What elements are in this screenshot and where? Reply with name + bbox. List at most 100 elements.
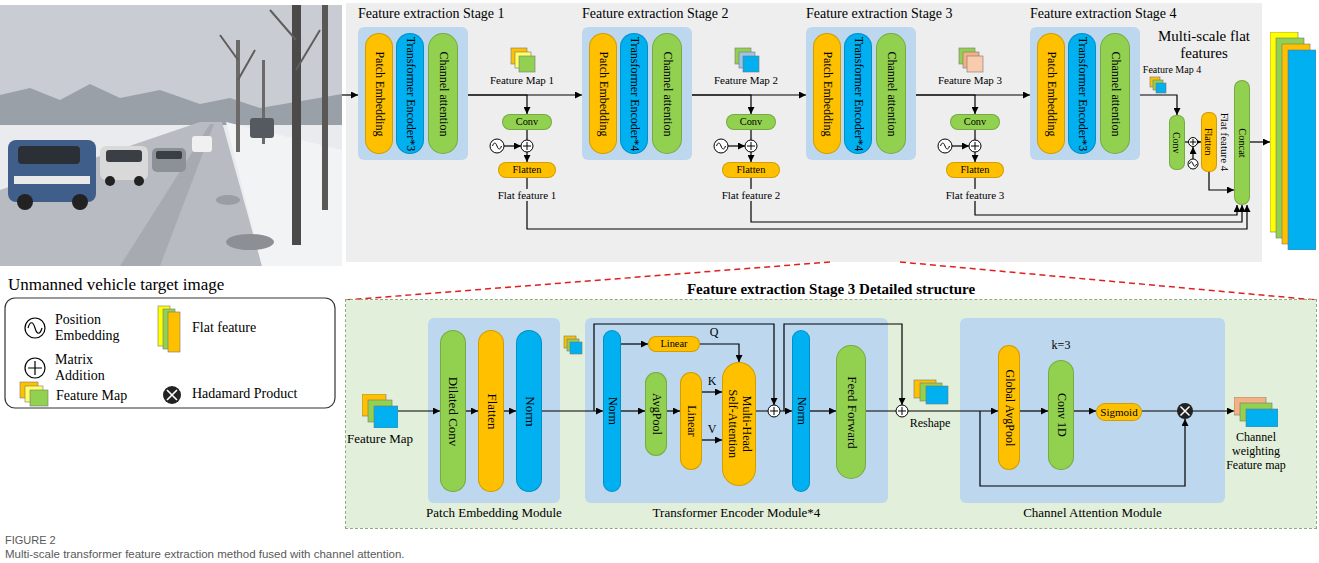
position-embedding-symbol <box>714 139 728 153</box>
matrix-addition-symbol <box>896 405 908 417</box>
block-label: Conv 1D <box>1054 393 1068 437</box>
vehicle-photo <box>0 5 342 125</box>
legend-symbol <box>20 382 38 398</box>
block-label: Channel attention <box>436 51 450 136</box>
matrix-addition-symbol <box>768 405 780 417</box>
layer-pill: Transformer Encoder*4 <box>844 33 872 154</box>
layer-pill: Flatten <box>946 162 1004 178</box>
legend-symbol <box>25 386 43 402</box>
position-embedding-symbol <box>490 139 504 153</box>
figure-caption: Multi-scale transformer feature extracti… <box>5 548 405 561</box>
connector-label: Q <box>708 326 721 339</box>
vehicle-photo <box>220 10 320 80</box>
connector-label: Flat feature 3 <box>944 189 1007 201</box>
position-embedding-link <box>504 145 521 146</box>
vehicle-photo <box>17 194 33 210</box>
legend-box <box>5 298 335 408</box>
legend-symbol <box>163 386 181 404</box>
position-embedding-symbol <box>1188 159 1198 169</box>
layer-pill: Conv <box>950 114 1000 130</box>
block-label: Flatten <box>737 164 766 176</box>
matrix-addition-symbol <box>521 140 533 152</box>
layer-pill: Linear <box>680 372 702 470</box>
connector-arrow <box>692 94 806 95</box>
feature-map-icon <box>1153 80 1163 90</box>
legend-text: Hadamard Product <box>192 386 297 402</box>
layer-pill: Transformer Encoder*3 <box>396 33 424 154</box>
vehicle-photo <box>156 151 182 159</box>
layer-pill: Channel attention <box>876 33 906 154</box>
layer-pill: Norm <box>792 330 810 492</box>
layer-pill: Patch Embedding <box>589 33 617 154</box>
feature-map-icon <box>743 56 759 72</box>
layer-pill: Flatten <box>498 162 556 178</box>
layer-pill: Conv <box>1169 115 1185 170</box>
feature-map-icon <box>1156 83 1166 93</box>
layer-pill: Transformer Encoder*4 <box>620 33 648 154</box>
feature-stack: Multi-scale flat features <box>1270 32 1316 250</box>
connector-label: Flat feature 4 <box>1219 111 1231 174</box>
layer-pill: Sigmoid <box>1096 403 1142 421</box>
feature-map-icon <box>567 339 579 351</box>
feature-map-icon <box>511 48 1166 404</box>
matrix-addition-symbol <box>1189 138 1198 147</box>
legend-item: Flat feature <box>192 320 322 336</box>
vehicle-photo <box>0 122 262 266</box>
connector-arrow <box>1250 141 1270 142</box>
connector-label: K <box>706 375 719 388</box>
feature-map-icon <box>914 380 936 398</box>
legend-item: Hadamard Product <box>192 386 327 402</box>
connector-arrow <box>1209 172 1234 190</box>
block-label: Feed Forward <box>844 376 859 449</box>
connector-arrow <box>342 94 358 95</box>
vehicle-photo <box>14 176 90 184</box>
matrix-addition-symbol <box>747 142 755 150</box>
legend-symbol <box>28 361 42 375</box>
connector-group <box>342 95 1270 440</box>
stage-block: Feature extraction Stage 2Patch Embeddin… <box>582 27 692 160</box>
block-heading: Feature extraction Stage 2 <box>582 6 782 22</box>
legend-symbol <box>30 390 48 406</box>
feature-map-icon: Feature Map <box>362 394 398 428</box>
vehicle-photo <box>216 195 240 205</box>
legend-text: Matrix Addition <box>55 352 140 384</box>
connector-arrow <box>466 410 478 411</box>
legend-text: Feature Map <box>56 388 127 404</box>
layer-pill: Flatten <box>478 330 504 492</box>
connector-arrow <box>667 410 680 411</box>
block-label: Flatten <box>513 164 542 176</box>
block-label: Linear <box>660 338 687 350</box>
connector-label: Reshape <box>908 417 953 430</box>
connector-arrow <box>468 95 527 114</box>
connector-arrow <box>974 130 975 162</box>
position-embedding-link <box>728 145 745 146</box>
connector-arrow <box>504 410 516 411</box>
annotation-label: k=3 <box>1052 339 1071 353</box>
connector-arrow <box>916 95 975 114</box>
stage-block: Feature extraction Stage 1Patch Embeddin… <box>358 27 468 160</box>
vehicle-photo <box>0 84 342 125</box>
legend-symbol <box>25 358 45 378</box>
feature-map-icon <box>739 52 755 68</box>
position-embedding-symbol <box>490 139 1198 169</box>
feature-map-icon <box>967 56 983 72</box>
layer-pill: Norm <box>603 330 621 492</box>
matrix-addition-symbol <box>745 140 757 152</box>
photo-panel: Unmanned vehicle target image <box>0 5 342 266</box>
block-label: Conv <box>516 116 539 128</box>
vehicle-photo <box>0 125 342 266</box>
block-label: Flatten <box>1203 128 1214 155</box>
vehicle-photo <box>72 194 88 210</box>
position-embedding-link <box>1192 147 1193 159</box>
layer-pill: Flatten <box>722 162 780 178</box>
matrix-addition-symbol <box>896 405 908 417</box>
block-label: Global AvgPool <box>1002 369 1016 446</box>
residual-line <box>594 324 1185 486</box>
block-label: Patch Embedding <box>372 51 386 136</box>
block-label: Channel attention <box>1108 51 1122 136</box>
block-label: Transformer Encoder*4 <box>627 36 641 151</box>
matrix-addition-symbol <box>745 140 757 152</box>
legend-text: Flat feature <box>192 320 256 336</box>
legend-symbol <box>25 358 45 378</box>
matrix-addition-symbol <box>770 407 778 415</box>
